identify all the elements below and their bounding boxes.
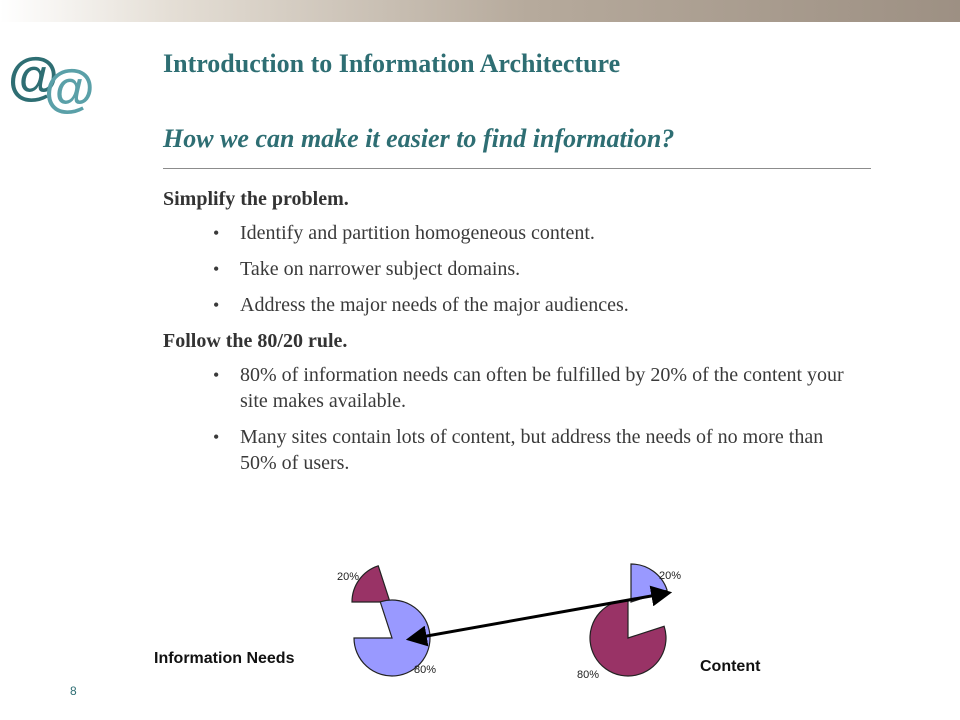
pie-charts: 80% 20% 80% 20% (337, 563, 681, 681)
pie-slice-large (589, 599, 667, 677)
list-item: • Take on narrower subject domains. (163, 256, 860, 282)
bullet-list-8020: • 80% of information needs can often be f… (163, 362, 863, 476)
chart-label-content: Content (700, 658, 761, 675)
chart-label-information-needs: Information Needs (154, 650, 295, 667)
bullet-text: Take on narrower subject domains. (240, 258, 521, 280)
bullet-icon: • (213, 365, 220, 385)
bullet-icon: • (213, 427, 220, 447)
title-divider (163, 168, 871, 169)
slide-body: Simplify the problem. • Identify and part… (163, 186, 863, 486)
bullet-icon: • (213, 295, 220, 315)
bullet-icon: • (213, 259, 220, 279)
svg-text:@: @ (8, 48, 59, 106)
at-sign-logo-icon: @ @ (8, 48, 95, 114)
bullet-icon: • (213, 223, 220, 243)
slide-subtitle: How we can make it easier to find inform… (163, 124, 675, 153)
pie-label-small: 20% (659, 570, 681, 582)
slide-title: Introduction to Information Architecture (163, 49, 621, 78)
list-item: • Many sites contain lots of content, but… (163, 424, 860, 476)
top-gradient-bar (0, 0, 960, 22)
pie-label-large: 80% (414, 664, 436, 676)
bullet-text: 80% of information needs can often be fu… (240, 364, 844, 412)
double-arrow-connector (405, 585, 673, 647)
section-heading-simplify: Simplify the problem. (163, 188, 349, 210)
svg-text:@: @ (44, 60, 95, 114)
pie-label-large: 80% (577, 669, 599, 681)
bullet-list-simplify: • Identify and partition homogeneous cont… (163, 220, 863, 318)
pie-slice-small (351, 565, 391, 603)
bullet-text: Identify and partition homogeneous conte… (240, 222, 595, 244)
section-heading-8020: Follow the 80/20 rule. (163, 330, 348, 352)
list-item: • Identify and partition homogeneous cont… (163, 220, 860, 246)
bullet-text: Many sites contain lots of content, but … (240, 426, 824, 474)
page-number: 8 (70, 684, 77, 698)
pie-label-small: 20% (337, 571, 359, 583)
list-item: • Address the major needs of the major au… (163, 292, 860, 318)
bullet-text: Address the major needs of the major aud… (240, 294, 629, 316)
list-item: • 80% of information needs can often be f… (163, 362, 860, 414)
